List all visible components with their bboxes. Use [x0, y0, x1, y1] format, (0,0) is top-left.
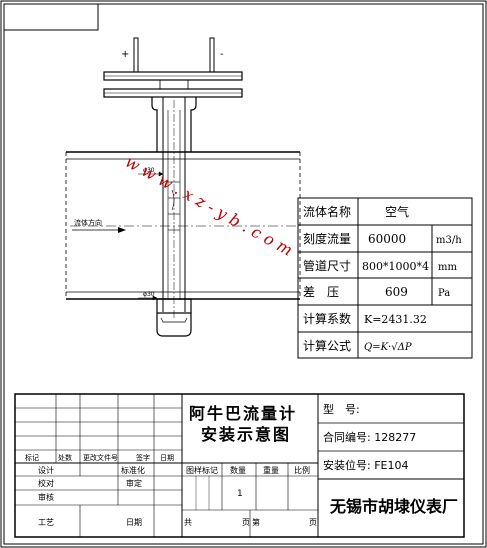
craft-label: 工艺	[38, 518, 54, 527]
spec-row-5-value: Q=K·√ΔP	[364, 342, 412, 353]
minus-terminal-label: -	[220, 49, 224, 60]
quantity-value: 1	[237, 489, 243, 499]
sheet-total-unit: 页	[242, 518, 250, 527]
weight-label: 重量	[263, 465, 279, 475]
title-block	[14, 393, 465, 538]
stage-mark-label: 图样标记	[186, 465, 218, 475]
spec-row-2-unit: mm	[438, 262, 457, 273]
sheet-total-label: 共	[184, 518, 192, 527]
rev-header-mark: 标记	[25, 453, 39, 462]
upper-dim-label: φ30	[143, 167, 155, 174]
spec-row-3-unit: Pa	[438, 288, 450, 299]
spec-row-1-unit: m3/h	[436, 235, 462, 246]
lower-dim-label: φ30	[143, 291, 155, 298]
dimension-lines	[138, 171, 164, 301]
sheet-no-unit: 页	[309, 518, 317, 527]
sheet-no-label: 第	[252, 517, 260, 527]
company-name: 无锡市胡埭仪表厂	[329, 497, 458, 516]
inner-frame	[3, 3, 484, 545]
design-label: 设计	[38, 465, 54, 475]
review-label: 审定	[126, 478, 142, 488]
rev-header-count: 处数	[58, 453, 72, 462]
spec-row-5-label: 计算公式	[303, 338, 351, 353]
flow-arrow	[72, 227, 126, 233]
plus-terminal-label: +	[121, 49, 129, 60]
scale-label: 比例	[294, 465, 310, 475]
spec-row-0-label: 流体名称	[303, 204, 351, 219]
contract-number: 合同编号: 128277	[323, 430, 416, 444]
rev-header-date: 日期	[160, 454, 174, 462]
drawing-title-line2: 安装示意图	[201, 425, 291, 444]
spec-row-2-value: 800*1000*4	[362, 260, 429, 273]
date-label: 日期	[126, 518, 142, 527]
model-field: 型 号:	[323, 402, 360, 416]
spec-row-2-label: 管道尺寸	[303, 258, 351, 273]
flow-direction-label: 流体方向	[74, 218, 102, 227]
spec-row-3-value: 609	[385, 285, 408, 299]
quantity-label: 数量	[230, 465, 246, 475]
corner-box	[3, 3, 99, 31]
audit-label: 审核	[38, 492, 54, 502]
standardize-label: 标准化	[121, 465, 145, 475]
spec-row-4-value: K=2431.32	[364, 313, 427, 326]
spec-row-1-value: 60000	[368, 232, 406, 246]
spec-row-1-label: 刻度流量	[303, 231, 351, 246]
terminal-posts	[133, 37, 215, 73]
rev-header-doc: 更改文件号	[83, 453, 118, 462]
spec-row-4-label: 计算系数	[303, 311, 351, 326]
annubar-probe	[162, 97, 186, 318]
proofread-label: 校对	[38, 478, 54, 488]
bottom-support	[156, 298, 192, 337]
position-number: 安装位号: FE104	[323, 458, 408, 472]
spec-table	[297, 197, 473, 359]
flange-assembly	[103, 71, 243, 98]
watermark-text: w w w . x z - y b . c o m	[122, 152, 296, 260]
spec-row-3-label: 差 压	[303, 285, 339, 299]
spec-row-0-value: 空气	[385, 204, 409, 219]
drawing-title-line1: 阿牛巴流量计	[189, 404, 297, 423]
rev-header-sign: 签字	[136, 453, 150, 462]
